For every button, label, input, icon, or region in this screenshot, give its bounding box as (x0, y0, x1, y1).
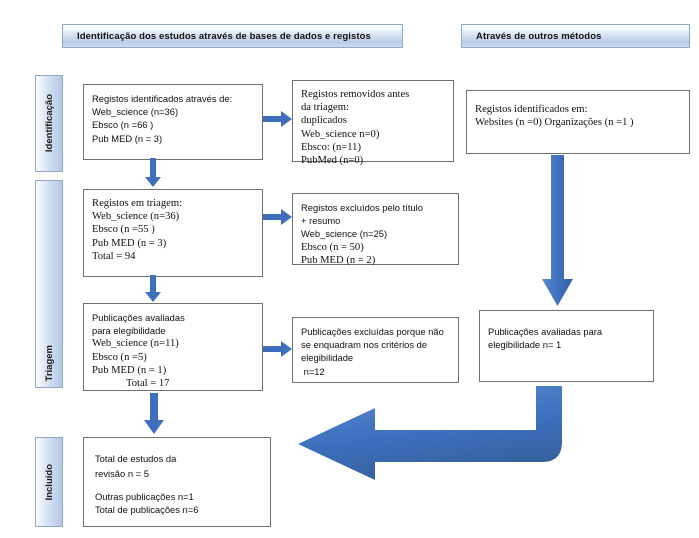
box-line: Total = 94 (92, 250, 136, 262)
box-line: Registos identificados através de: (92, 93, 233, 104)
stage-label-identificacao: Identificação (35, 75, 63, 172)
box-line: PubMed (n=0) (301, 155, 364, 167)
arrow-eligibility-to-included (143, 393, 165, 435)
box-line: Web_science n=0) (301, 128, 380, 140)
box-other-eligibility: Publicações avaliadas para elegibilidade… (479, 310, 654, 382)
box-line: Registos em triagem: (92, 198, 183, 209)
box-line: Publicações avaliadas (92, 312, 185, 323)
box-line: Registos excluídos pelo título (301, 202, 423, 213)
box-line: elegibilidade n= 1 (488, 339, 562, 351)
box-eligibility-assessed: Publicações avaliadas para elegibilidade… (83, 303, 263, 391)
box-records-screened: Registos em triagem: Web_science (n=36) … (83, 189, 263, 277)
stage-label-triagem-text: Triagem (43, 344, 55, 381)
box-line: Ebsco (n =66 ) (92, 119, 154, 131)
arrow-other-eligibility-to-included (296, 386, 586, 490)
box-line: Pub MED (n = 3) (92, 132, 163, 144)
box-line: Registos identificados em: (475, 104, 588, 115)
box-line: Ebsco (n =5) (92, 351, 147, 363)
header-banner-databases: Identificação dos estudos através de bas… (62, 24, 403, 48)
box-records-excluded-title: Registos excluídos pelo título + resumo … (292, 193, 459, 266)
stage-label-incluido: Incluído (35, 437, 63, 527)
box-line: Ebsco: (n=11) (301, 141, 362, 153)
box-line: Ebsco (n = 50) (301, 241, 364, 253)
box-line: Outras publicações n=1 (95, 491, 194, 502)
box-line: Total de estudos da (95, 453, 177, 464)
box-line: revisão n = 5 (95, 468, 149, 479)
box-records-other-sources: Registos identificados em: Websites (n =… (466, 90, 690, 154)
box-line: Web_science (n=36) (92, 106, 179, 118)
box-line: Publicações excluídas porque não (301, 326, 444, 337)
arrow-identified-to-removed (263, 110, 293, 128)
box-line: Registos removidos antes (301, 89, 410, 100)
stage-label-triagem: Triagem (35, 180, 63, 388)
arrow-screened-to-eligibility (144, 275, 162, 303)
box-line: elegibilidade (301, 352, 354, 364)
arrow-screened-to-excluded (263, 208, 293, 226)
box-line: Web_science (n=11) (92, 338, 179, 350)
stage-label-incluido-text: Incluído (43, 463, 55, 501)
box-publications-excluded: Publicações excluídas porque não se enqu… (292, 317, 459, 383)
box-line: Pub MED (n = 2) (301, 254, 376, 266)
box-line: + resumo (301, 215, 341, 227)
box-line: Pub MED (n = 1) (92, 364, 167, 376)
arrow-identified-to-screened (144, 158, 162, 188)
box-line-total: Total = 17 (126, 378, 170, 390)
box-line: Web_science (n=36) (92, 211, 180, 223)
box-included-total: Total de estudos da revisão n = 5 Outras… (83, 437, 271, 527)
box-line: se enquadram nos critérios de (301, 339, 428, 351)
box-line: n=12 (301, 365, 325, 377)
box-line: Web_science (n=25) (301, 228, 388, 240)
arrow-other-records-to-other-eligibility (542, 155, 574, 307)
box-line: para elegibilidade (92, 325, 166, 337)
box-line: da triagem: (301, 102, 349, 114)
stage-label-identificacao-text: Identificação (43, 94, 55, 153)
header-banner-other-methods-label: Através de outros métodos (476, 30, 602, 42)
box-records-identified: Registos identificados através de: Web_s… (83, 84, 263, 160)
header-banner-other-methods: Através de outros métodos (461, 24, 690, 48)
box-line: Pub MED (n = 3) (92, 237, 167, 249)
box-line: Ebsco (n =55 ) (92, 224, 155, 236)
box-line: duplicados (301, 115, 347, 127)
arrow-eligibility-to-excluded (263, 340, 293, 358)
box-line: Websites (n =0) Organizações (n =1 ) (475, 117, 634, 129)
header-banner-databases-label: Identificação dos estudos através de bas… (77, 30, 371, 42)
box-line: Publicações avaliadas para (488, 326, 603, 337)
box-line: Total de publicações n=6 (95, 504, 199, 516)
box-records-removed: Registos removidos antes da triagem: dup… (292, 80, 454, 166)
